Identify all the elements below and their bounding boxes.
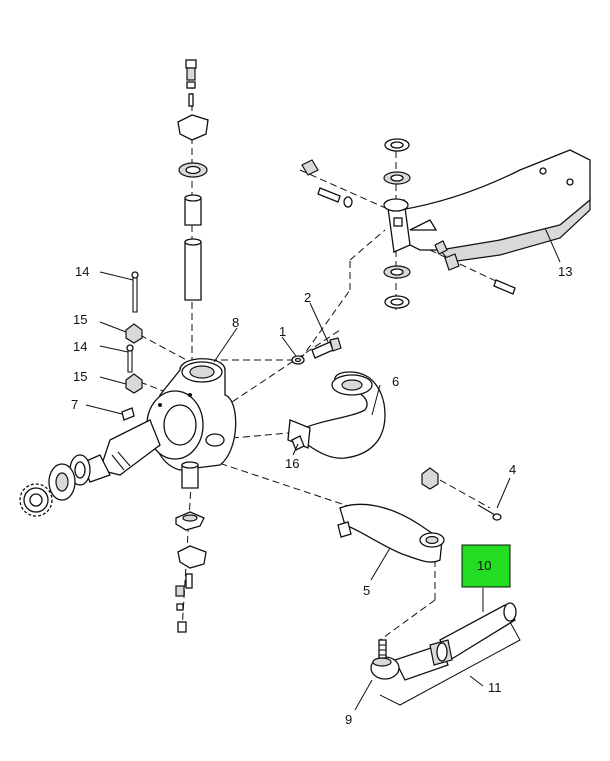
callout-15-lower[interactable]: 15 [73, 369, 87, 384]
washer [291, 355, 305, 365]
woodruff-key [121, 407, 135, 421]
bolt [311, 337, 342, 359]
upper-steering-arm [287, 371, 386, 459]
callout-2[interactable]: 2 [304, 290, 311, 305]
axle-beam [301, 138, 591, 309]
cotter-pin-upper [131, 271, 139, 313]
callout-5[interactable]: 5 [363, 583, 370, 598]
callout-13[interactable]: 13 [558, 264, 572, 279]
callout-8[interactable]: 8 [232, 315, 239, 330]
callout-14-upper[interactable]: 14 [75, 264, 89, 279]
cotter-pin-lower [126, 344, 134, 373]
tie-rod-assembly [370, 602, 521, 706]
kingpin-stack-upper [177, 59, 209, 301]
castle-nut-lower [125, 373, 143, 394]
callout-7[interactable]: 7 [71, 397, 78, 412]
castle-nut-upper [125, 323, 143, 344]
callout-11[interactable]: 11 [488, 680, 502, 695]
lower-steering-arm [337, 503, 445, 563]
tie-rod-castle-nut [421, 467, 439, 490]
gear-washer [19, 483, 53, 517]
steering-knuckle [81, 358, 237, 483]
callout-4[interactable]: 4 [509, 462, 516, 477]
callout-6[interactable]: 6 [392, 374, 399, 389]
callout-1[interactable]: 1 [279, 324, 286, 339]
leader-lines [85, 227, 561, 711]
spindle-hardware [19, 454, 91, 517]
callout-9[interactable]: 9 [345, 712, 352, 727]
callout-labels: 1 2 4 5 6 7 8 9 10 11 13 14 14 15 15 16 [71, 264, 572, 727]
highlight-box [461, 544, 511, 588]
tie-rod-cotter-pin [477, 504, 502, 521]
tie-rod-end [370, 639, 400, 680]
callout-10[interactable]: 10 [477, 558, 491, 573]
kingpin-stack-lower [175, 461, 207, 633]
callout-14-lower[interactable]: 14 [73, 339, 87, 354]
callout-15-upper[interactable]: 15 [73, 312, 87, 327]
taper-key [291, 435, 305, 451]
callout-16[interactable]: 16 [285, 456, 299, 471]
